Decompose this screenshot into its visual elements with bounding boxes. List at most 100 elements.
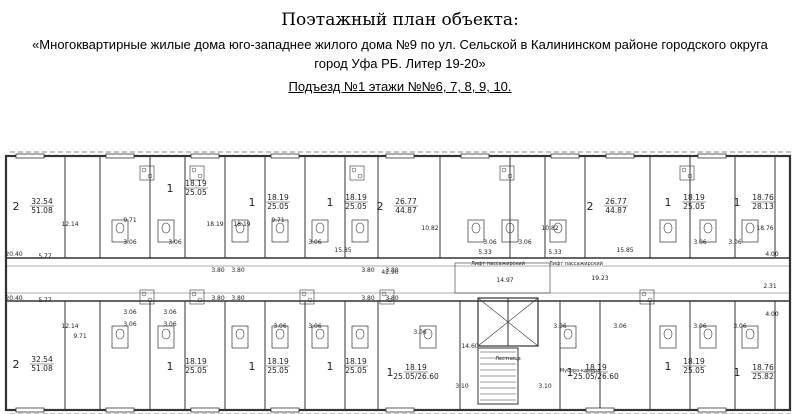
room-area: 3.06 — [308, 323, 322, 330]
room-area: 10.82 — [421, 225, 438, 232]
stove-burner — [191, 167, 197, 173]
apartment-room-count: 2 — [377, 200, 384, 213]
stove-burner — [357, 173, 363, 179]
toilet-fixture — [745, 222, 755, 234]
apartment-room-count: 2 — [587, 200, 594, 213]
room-area: 3.06 — [123, 239, 137, 246]
room-area: 3.06 — [308, 239, 322, 246]
room-area: 3.06 — [693, 323, 707, 330]
apartment-total-area: 51.08 — [31, 206, 53, 215]
room-area: 3.06 — [123, 309, 137, 316]
apartment-room-count: 2 — [13, 358, 20, 371]
wall-box — [679, 165, 695, 181]
stove-burner — [141, 167, 147, 173]
toilet-fixture — [703, 222, 713, 234]
room-area: 3.06 — [693, 239, 707, 246]
stove-burner — [681, 167, 687, 173]
room-area: 12.14 — [61, 221, 78, 228]
toilet-fixture — [553, 222, 563, 234]
window — [15, 153, 45, 159]
toilet-fixture — [471, 222, 481, 234]
room-area: 3.06 — [123, 321, 137, 328]
wall-box — [699, 219, 717, 243]
toilet-fixture — [235, 328, 245, 340]
apartment-room-count: 1 — [167, 182, 174, 195]
toilet-fixture — [275, 328, 285, 340]
wall-box — [139, 165, 155, 181]
object-description: «Многоквартирные жилые дома юго-западнее… — [0, 35, 800, 73]
room-area: 3.06 — [273, 323, 287, 330]
room-area: 14.60 — [461, 343, 478, 350]
apartment-room-count: 2 — [13, 200, 20, 213]
room-area: 5.33 — [478, 249, 492, 256]
toilet-fixture — [663, 222, 673, 234]
window — [385, 153, 415, 159]
room-area: 18.76 — [756, 225, 773, 232]
apartment-room-count: 1 — [734, 366, 741, 379]
apartment-room-count: 1 — [327, 360, 334, 373]
room-area: 2.31 — [763, 283, 777, 290]
wall-box — [659, 219, 677, 243]
wall-box — [659, 325, 677, 349]
apartment-total-area: 28.13 — [752, 202, 774, 211]
apartment-total-area: 44.87 — [605, 206, 627, 215]
room-area: 3.06 — [168, 239, 182, 246]
wall-box — [231, 325, 249, 349]
apartment-living-area: 18.19 — [267, 193, 289, 202]
window — [105, 407, 135, 413]
apartment-living-area: 18.19 — [185, 357, 207, 366]
toilet-fixture — [355, 328, 365, 340]
wall-box — [499, 165, 515, 181]
apartment-total-area: 25.05 — [185, 366, 207, 375]
object-description-line-2: город Уфа РБ. Литер 19-20» — [314, 56, 486, 71]
wall-box — [549, 219, 567, 243]
toilet-fixture — [563, 328, 573, 340]
wall-box — [189, 165, 205, 181]
apartment-room-count: 1 — [734, 196, 741, 209]
room-area: 3.80 — [385, 295, 399, 302]
room-area: 9.71 — [271, 217, 285, 224]
wall-box — [139, 289, 155, 305]
room-area: 5.77 — [38, 253, 52, 260]
toilet-fixture — [745, 328, 755, 340]
apartment-living-area: 26.77 — [605, 197, 627, 206]
plan-annotation: Лифт пассажирский — [471, 260, 525, 267]
toilet-fixture — [315, 222, 325, 234]
wall-box — [157, 325, 175, 349]
apartment-total-area: 25.05 — [185, 188, 207, 197]
apartment-total-area: 25.05/26.60 — [573, 372, 619, 381]
room-area: 3.06 — [163, 309, 177, 316]
wall-box — [741, 325, 759, 349]
room-area: 3.06 — [613, 323, 627, 330]
toilet-fixture — [505, 222, 515, 234]
room-area: 42.90 — [381, 269, 398, 276]
room-area: 20.40 — [5, 251, 22, 258]
apartment-total-area: 51.08 — [31, 364, 53, 373]
room-area: 3.80 — [361, 267, 375, 274]
toilet-fixture — [275, 222, 285, 234]
window — [605, 153, 635, 159]
window — [385, 407, 415, 413]
object-description-line-1: «Многоквартирные жилые дома юго-западнее… — [32, 37, 768, 52]
room-area: 3.80 — [211, 267, 225, 274]
stove-burner — [687, 173, 693, 179]
stove-burner — [197, 173, 203, 179]
room-area: 3.80 — [231, 267, 245, 274]
room-area: 5.33 — [548, 249, 562, 256]
room-area: 3.80 — [385, 267, 399, 274]
apartment-living-area: 18.19 — [405, 363, 427, 372]
stove-burner — [307, 297, 313, 303]
stove-burner — [381, 291, 387, 297]
room-area: 20.40 — [5, 295, 22, 302]
room-area: 3.06 — [413, 329, 427, 336]
apartment-living-area: 18.19 — [267, 357, 289, 366]
room-area: 9.71 — [123, 217, 137, 224]
wall-box — [467, 219, 485, 243]
room-area: 9.71 — [73, 333, 87, 340]
wall-box — [111, 219, 129, 243]
wall-box — [111, 325, 129, 349]
wall-box — [311, 219, 329, 243]
stove-burner — [501, 167, 507, 173]
